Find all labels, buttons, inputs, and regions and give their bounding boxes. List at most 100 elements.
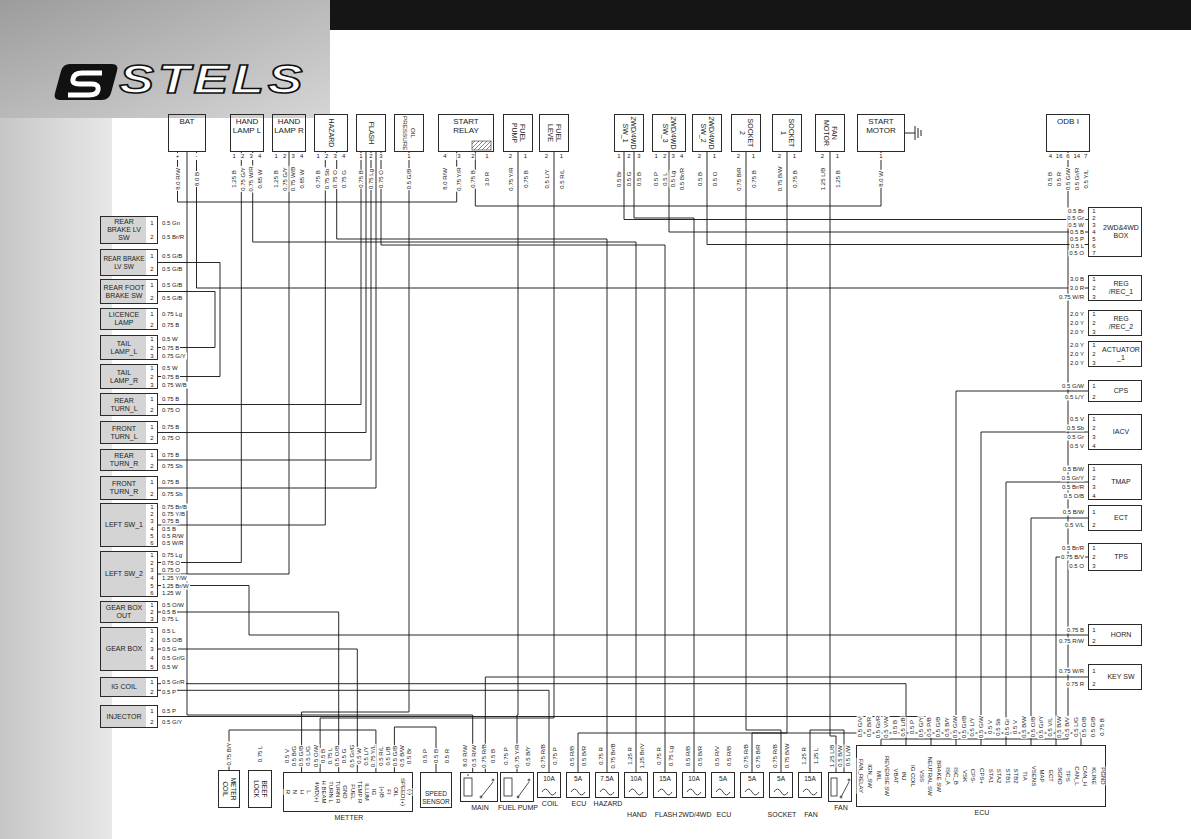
pin-number: 2 bbox=[149, 321, 154, 328]
wire-code: 0.5 B/W bbox=[837, 744, 844, 767]
component-name: 2WD/4WD SW_2 bbox=[699, 116, 715, 150]
pin-number: 4 bbox=[1091, 442, 1096, 449]
fuse-box: 10ACOIL bbox=[537, 772, 561, 798]
pin-number: 4 bbox=[1048, 153, 1053, 160]
fuse-rating: 5A bbox=[567, 775, 589, 782]
wire-code: 0.5 P bbox=[422, 748, 429, 764]
component-box: IACV bbox=[1088, 414, 1142, 450]
fuse-rating: 5A bbox=[741, 775, 763, 782]
wire-code: 0.75 W/B bbox=[290, 166, 297, 193]
wire-code: 0.5 B bbox=[433, 748, 440, 764]
component-box: HAZARD bbox=[314, 114, 348, 152]
wire bbox=[158, 292, 215, 348]
pin-number: 1 bbox=[1091, 508, 1096, 515]
component-box: TAIL LAMP_L bbox=[100, 335, 158, 360]
wire bbox=[624, 152, 1088, 220]
wire-code: 0.75 B bbox=[161, 373, 180, 380]
wire-code: 0.5 G bbox=[161, 646, 178, 653]
pin-number: 1 bbox=[149, 220, 154, 227]
pin-function: MIL bbox=[874, 770, 881, 782]
component-box: ODB I bbox=[1046, 114, 1090, 152]
component-box: REG /REC_2 bbox=[1088, 310, 1142, 336]
pin-number: 2 bbox=[697, 153, 702, 160]
pin-function: IG bbox=[370, 788, 377, 796]
pin-number: 2 bbox=[544, 153, 549, 160]
pin-function: STB2 bbox=[1012, 767, 1019, 784]
pin-number: 2 bbox=[149, 407, 154, 414]
pin-function: VBAT bbox=[891, 767, 898, 784]
wire bbox=[158, 684, 906, 745]
pin-number: 2 bbox=[777, 153, 782, 160]
wire-code: 0.75 B/Y bbox=[226, 741, 233, 766]
pin-number: 7 bbox=[1091, 250, 1096, 257]
wire-code: 0.5 L/Y bbox=[363, 745, 370, 766]
wire-code: 0.5 O/B bbox=[1063, 492, 1085, 499]
pin-number: 5 bbox=[1091, 236, 1096, 243]
wire bbox=[158, 152, 371, 460]
component-name: KEY SW bbox=[1102, 673, 1140, 681]
component-name: COIL bbox=[524, 800, 576, 808]
pin-function: BRAKE SW bbox=[934, 759, 941, 793]
wire-code: 0.5 R/W bbox=[161, 533, 185, 540]
wire-code: 0.5 Gr/G bbox=[161, 654, 186, 661]
pin-number: 2 bbox=[149, 609, 154, 616]
pin-number: 1 bbox=[149, 601, 154, 608]
wire-code: 0.75 G/Y bbox=[281, 166, 288, 192]
wire-code: 2.0 Y bbox=[1069, 359, 1085, 366]
component-name: START RELAY bbox=[439, 115, 493, 137]
component-name: 2WD/4WD SW_3 bbox=[661, 116, 677, 150]
wire-code: 0.5 B/R bbox=[865, 716, 872, 738]
fuse-rating: 10A bbox=[538, 775, 560, 782]
component-name: FAN bbox=[815, 804, 867, 812]
pin-number: 2 bbox=[149, 266, 154, 273]
wire-code: 1.25 B bbox=[231, 169, 238, 188]
wire-code: 0.5 R/V bbox=[714, 745, 721, 767]
pin-function: VSK bbox=[960, 769, 967, 783]
wire-code: 1.25 L bbox=[813, 747, 820, 766]
wire-code: 0.5 G/B bbox=[406, 168, 413, 190]
pin-number: 1 bbox=[1091, 415, 1096, 422]
pin-function: (+)B bbox=[377, 785, 384, 799]
pin-function: KLINE bbox=[1090, 766, 1097, 785]
wire-code: 0.75 B bbox=[315, 169, 322, 188]
pin-function: MAP bbox=[1038, 768, 1045, 783]
fuse-box: 10A2WD/4WD bbox=[682, 772, 706, 798]
wire-code: 0.5 R bbox=[1056, 171, 1063, 187]
component-name: SPEED SENSOR bbox=[421, 790, 451, 805]
component-box: FRONT TURN_R bbox=[100, 476, 158, 500]
pin-function: CPS+ bbox=[978, 767, 985, 785]
pin-number: 3 bbox=[671, 153, 676, 160]
fuse-box: 10AHAND bbox=[624, 772, 648, 798]
wire-code: 0.75 G/Y bbox=[239, 166, 246, 192]
component-box: HORN bbox=[1088, 624, 1142, 646]
pin-number: 2 bbox=[149, 511, 154, 518]
wire-code: 0.75 Lg bbox=[161, 310, 183, 317]
wire bbox=[158, 152, 376, 488]
fuse-rating: 10A bbox=[683, 775, 705, 782]
pin-number: 3 bbox=[1091, 328, 1096, 335]
wire-code: 0.75 B/R bbox=[735, 166, 742, 191]
component-name: TMAP bbox=[1102, 478, 1140, 486]
component-box: REAR TURN_L bbox=[100, 393, 158, 416]
wire-code: 0.75 W/R bbox=[248, 165, 255, 192]
wire-code: 0.5 V bbox=[1069, 442, 1085, 449]
pin-number: 1 bbox=[878, 153, 883, 160]
pin-number: 1 bbox=[149, 479, 154, 486]
wire bbox=[158, 586, 1088, 636]
pin-number: 3 bbox=[149, 616, 154, 623]
wire bbox=[158, 649, 357, 772]
pin-function: (-) bbox=[406, 788, 413, 796]
wire-code: 0.75 W/B bbox=[161, 381, 188, 388]
wire-code: 8.0 R/W bbox=[174, 167, 181, 191]
fuse-rating: 5A bbox=[712, 775, 734, 782]
wire-code: 0.5 B bbox=[636, 171, 643, 187]
pin-function: STB1 bbox=[1003, 767, 1010, 784]
component-box: OIL PRESSURE bbox=[394, 114, 424, 152]
wire-code: 0.5 Gr/B bbox=[960, 715, 967, 739]
component-name: FUEL PUMP bbox=[510, 116, 526, 150]
pin-function: VSS bbox=[917, 769, 924, 783]
wire-code: 1.25 B bbox=[273, 169, 280, 188]
wire-code: 0.75 Br/B bbox=[610, 742, 617, 769]
pin-number: 1 bbox=[1091, 311, 1096, 318]
